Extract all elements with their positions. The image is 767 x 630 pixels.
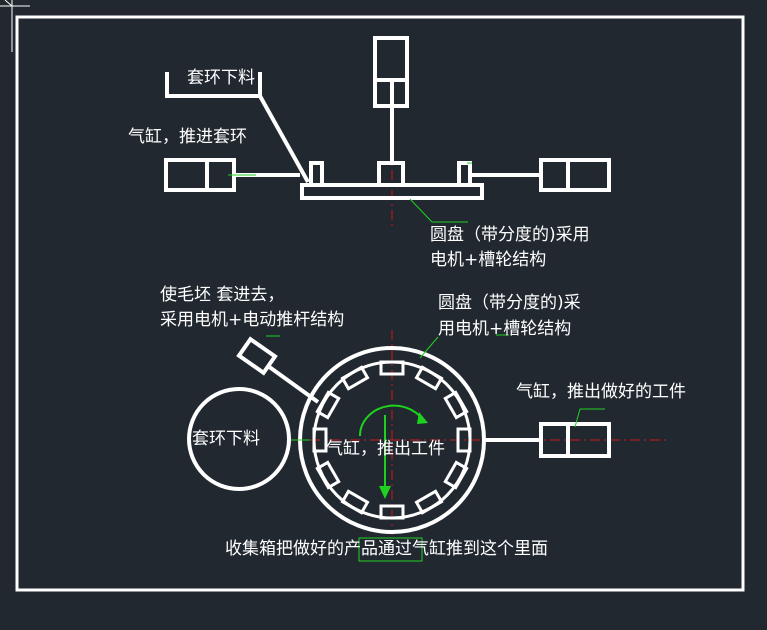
top-disc-label-line2: 电机+槽轮结构 <box>430 250 547 270</box>
disc-slots <box>312 360 472 520</box>
arrow-down-head <box>379 486 391 499</box>
top-assembly <box>164 36 611 228</box>
ucs-corner-icon <box>0 0 30 52</box>
bottom-blank-label-line2: 采用电机+电动推杆结构 <box>160 310 345 330</box>
bottom-cylinder-eject-label: 气缸，推出做好的工件 <box>516 382 686 402</box>
bottom-disc-label-line2: 用电机+槽轮结构 <box>438 319 572 339</box>
feed-chute <box>165 72 310 183</box>
ring-feed-circle <box>187 387 291 491</box>
top-cylinder-push-label: 气缸，推进套环 <box>128 127 247 147</box>
rotation-arrow-icon <box>358 404 424 437</box>
ring-feed-circle-label: 套环下料 <box>192 429 260 449</box>
bottom-blank-label-line1: 使毛坯 套进去， <box>160 285 285 305</box>
center-cylinder-label: 气缸，推出工件 <box>326 439 445 459</box>
bottom-assembly <box>187 330 668 562</box>
top-ring-feed-label: 套环下料 <box>187 68 255 88</box>
product-highlight-box <box>358 537 423 562</box>
top-disc-label-line1: 圆盘（带分度的)采用 <box>430 225 590 245</box>
top-vertical-cylinder <box>373 36 409 163</box>
electric-push-rod <box>236 336 320 404</box>
top-leaders <box>228 162 472 223</box>
bottom-leaders <box>266 334 605 562</box>
top-right-cylinder <box>470 158 611 192</box>
bottom-disc-label-line1: 圆盘（带分度的)采 <box>438 293 581 313</box>
rotation-arrowhead <box>417 412 428 424</box>
drawing-frame <box>15 15 745 592</box>
collection-box-label: 收集箱把做好的产品通过气缸推到这个里面 <box>225 539 548 559</box>
bottom-right-cylinder <box>484 422 611 458</box>
